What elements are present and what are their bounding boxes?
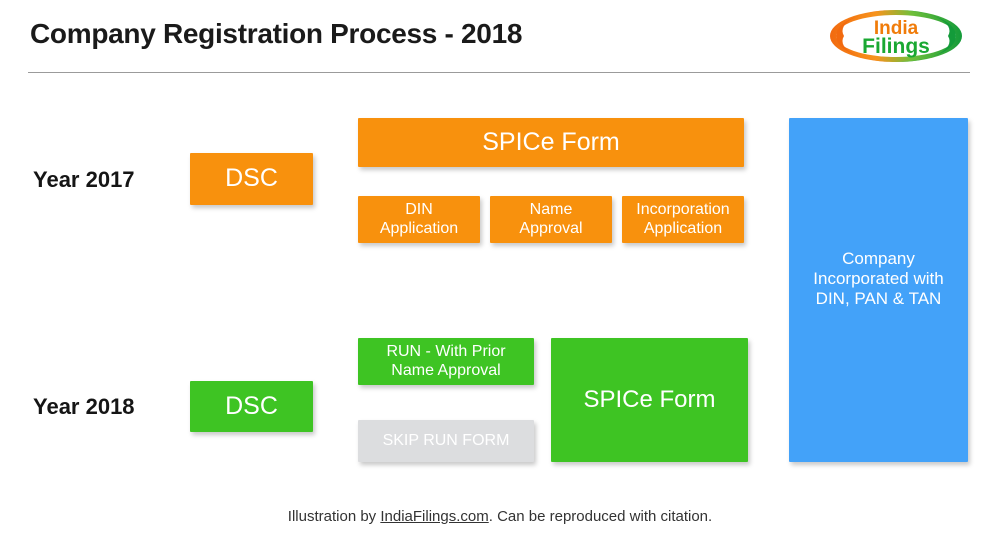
logo-text-filings: Filings [862, 35, 930, 58]
run-form-line2: Name Approval [391, 361, 501, 379]
box-dsc-2017[interactable]: DSC [190, 153, 313, 205]
box-company-incorporated[interactable]: Company Incorporated with DIN, PAN & TAN [789, 118, 968, 462]
row-label-2017: Year 2017 [33, 167, 135, 192]
box-run-with-prior-name-approval[interactable]: RUN - With Prior Name Approval [358, 338, 534, 385]
incorporation-application-line2: Application [643, 219, 723, 237]
header-divider [28, 72, 970, 73]
name-approval-line2: Approval [519, 219, 583, 237]
box-line-wrap: Company Incorporated with DIN, PAN & TAN [813, 249, 943, 309]
box-name-approval[interactable]: Name Approval [490, 196, 612, 243]
box-spice-form-2017[interactable]: SPICe Form [358, 118, 744, 167]
row-label-2018: Year 2018 [33, 394, 135, 419]
din-application-line1: DIN [405, 200, 433, 218]
box-line-wrap: DIN Application [380, 201, 458, 239]
incorporated-line2: Incorporated with [813, 269, 944, 289]
box-incorporation-application[interactable]: Incorporation Application [622, 196, 744, 243]
box-line-wrap: Incorporation Application [636, 201, 729, 239]
box-dsc-2018[interactable]: DSC [190, 381, 313, 432]
box-line-wrap: RUN - With Prior Name Approval [386, 343, 505, 381]
indiafilings-logo: India Filings [828, 8, 964, 64]
box-skip-run-form[interactable]: SKIP RUN FORM [358, 420, 534, 462]
incorporated-line3: DIN, PAN & TAN [815, 289, 942, 309]
box-spice-form-2018[interactable]: SPICe Form [551, 338, 748, 462]
name-approval-line1: Name [529, 200, 573, 218]
incorporation-application-line1: Incorporation [636, 200, 730, 218]
din-application-line2: Application [379, 219, 459, 237]
run-form-line1: RUN - With Prior [386, 342, 506, 360]
box-din-application[interactable]: DIN Application [358, 196, 480, 243]
footer-suffix: . Can be reproduced with citation. [488, 508, 713, 525]
footer-caption: Illustration by IndiaFilings.com. Can be… [0, 508, 1000, 525]
box-line-wrap: Name Approval [519, 201, 582, 239]
logo-text-india: India [874, 18, 919, 39]
indiafilings-link[interactable]: IndiaFilings.com [380, 508, 489, 525]
page-title: Company Registration Process - 2018 [30, 18, 523, 49]
incorporated-line1: Company [842, 249, 915, 268]
footer-prefix: Illustration by [287, 508, 381, 525]
